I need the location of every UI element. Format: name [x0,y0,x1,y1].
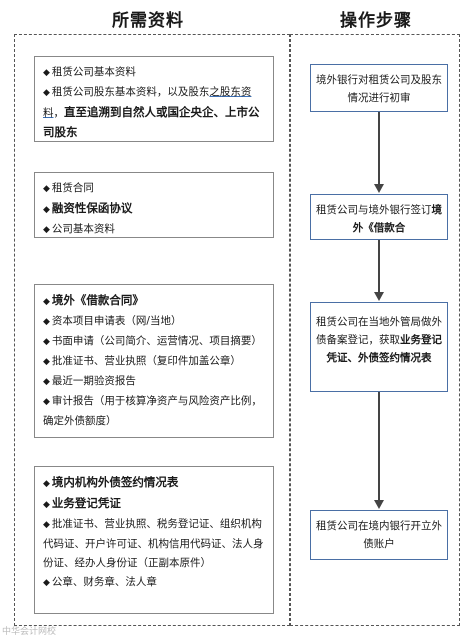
arrow-line-2 [378,240,380,292]
watermark: 中华会计网校 [2,627,57,637]
diamond-bullet-icon: ◆ [43,317,50,327]
list-item: ◆融资性保函协议 [43,201,133,215]
list-item: ◆批准证书、营业执照、税务登记证、组织机构代码证、开户许可证、机构信用代码证、法… [43,518,264,569]
diamond-bullet-icon: ◆ [43,500,50,510]
materials-column-frame [14,34,290,626]
arrow-down-icon [374,500,384,509]
diamond-bullet-icon: ◆ [43,225,50,235]
list-item: ◆境内机构外债签约情况表 [43,475,179,489]
diamond-bullet-icon: ◆ [43,578,50,588]
list-item: ◆租赁合同 [43,182,94,194]
list-item: ◆批准证书、营业执照（复印件加盖公章） [43,355,241,367]
arrow-line-1 [378,112,380,184]
step-2-box: 租赁公司与境外银行签订境外《借款合 [310,194,448,240]
list-item: ◆租赁公司股东基本资料，以及股东之股东资料，直至追溯到自然人或国企央企、上市公司… [43,86,260,139]
diamond-bullet-icon: ◆ [43,68,50,78]
diamond-bullet-icon: ◆ [43,337,50,347]
step-3-box: 租赁公司在当地外管局做外债备案登记，获取业务登记凭证、外债签约情况表 [310,302,448,392]
diamond-bullet-icon: ◆ [43,377,50,387]
materials-box-1: ◆租赁公司基本资料 ◆租赁公司股东基本资料，以及股东之股东资料，直至追溯到自然人… [34,56,274,142]
diamond-bullet-icon: ◆ [43,479,50,489]
list-item: ◆公章、财务章、法人章 [43,576,157,588]
required-materials-title: 所需资料 [112,11,184,31]
diamond-bullet-icon: ◆ [43,205,50,215]
list-item: ◆资本项目申请表（网/当地） [43,315,182,327]
arrow-down-icon [374,184,384,193]
materials-box-3: ◆境外《借款合同》 ◆资本项目申请表（网/当地） ◆书面申请（公司简介、运营情况… [34,284,274,438]
diamond-bullet-icon: ◆ [43,357,50,367]
step-1-box: 境外银行对租赁公司及股东情况进行初审 [310,64,448,112]
list-item: ◆公司基本资料 [43,223,115,235]
diamond-bullet-icon: ◆ [43,184,50,194]
diamond-bullet-icon: ◆ [43,88,50,98]
operation-steps-title: 操作步骤 [340,11,412,31]
diamond-bullet-icon: ◆ [43,520,50,530]
list-item: ◆书面申请（公司简介、运营情况、项目摘要） [43,335,262,347]
materials-box-2: ◆租赁合同 ◆融资性保函协议 ◆公司基本资料 [34,172,274,238]
list-item: ◆租赁公司基本资料 [43,66,136,78]
list-item: ◆境外《借款合同》 [43,293,144,307]
materials-box-4: ◆境内机构外债签约情况表 ◆业务登记凭证 ◆批准证书、营业执照、税务登记证、组织… [34,466,274,614]
diamond-bullet-icon: ◆ [43,297,50,307]
list-item: ◆业务登记凭证 [43,496,121,510]
list-item: ◆审计报告（用于核算净资产与风险资产比例，确定外债额度） [43,395,262,427]
arrow-line-3 [378,392,380,500]
step-4-box: 租赁公司在境内银行开立外债账户 [310,510,448,560]
diamond-bullet-icon: ◆ [43,397,50,407]
list-item: ◆最近一期验资报告 [43,375,136,387]
steps-column-frame [290,34,460,626]
arrow-down-icon [374,292,384,301]
